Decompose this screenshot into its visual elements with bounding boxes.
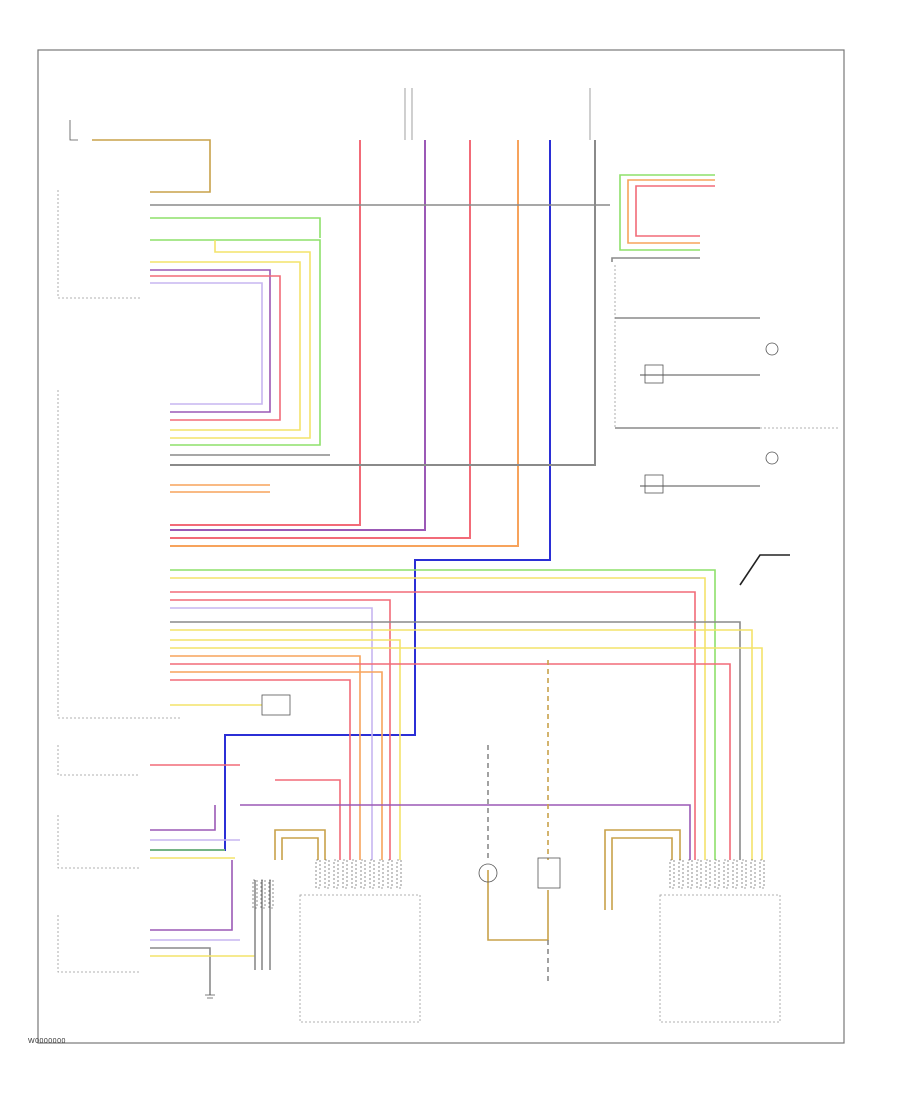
cw-orange-c — [170, 655, 361, 860]
dashed-wires — [487, 660, 549, 985]
aux-green — [619, 174, 715, 251]
cw-yellow-d — [170, 647, 763, 860]
cw-red-a — [170, 591, 696, 860]
ground-connector-pin-1 — [252, 879, 258, 909]
feed-orange-1 — [170, 140, 519, 547]
front-sensor-box — [57, 815, 140, 869]
feed-violet-1 — [170, 140, 426, 531]
right-headlight-pin-7 — [723, 859, 729, 889]
lw-gray-rear — [150, 947, 211, 995]
wire-green-1 — [150, 217, 321, 238]
symbols — [69, 120, 779, 999]
left-headlight-box — [299, 894, 421, 1023]
central-electronics-box — [57, 390, 180, 719]
wire-red-2 — [150, 275, 281, 421]
wire-violet-2 — [150, 269, 271, 413]
feed-gray-1 — [170, 140, 596, 466]
feed-red-2 — [170, 140, 471, 539]
right-headlight-pin-6 — [714, 859, 720, 889]
cw-yellow-b — [170, 629, 753, 860]
cw-red-b — [170, 599, 391, 860]
right-headlight-pin-1 — [669, 859, 675, 889]
wire-yellow-1 — [170, 240, 311, 439]
left-headlight-pin-1 — [315, 859, 321, 889]
feed-red-1 — [170, 140, 361, 526]
right-headlight-pin-10 — [750, 859, 756, 889]
right-headlight-pin-8 — [732, 859, 738, 889]
wire-yellow-2 — [150, 261, 301, 431]
right-headlight-pin-2 — [678, 859, 684, 889]
lower-wires — [150, 764, 691, 995]
right-headlamp-symbol — [537, 857, 561, 889]
diagram-code: W0000000 — [28, 1038, 66, 1045]
left-headlight-pin-3 — [333, 859, 339, 889]
aux-gray-1 — [611, 257, 700, 262]
cw-red-c — [170, 663, 731, 860]
cw-lavender-a — [170, 607, 373, 860]
light-switch-wires — [92, 139, 610, 456]
ground-bottom-left — [205, 994, 215, 999]
right-side-bulb-2 — [765, 451, 779, 465]
right-headlight-pin-3 — [687, 859, 693, 889]
aux-red — [635, 185, 715, 237]
cw-green-a — [170, 569, 716, 860]
lw-brown-r2 — [611, 837, 673, 910]
left-headlight-pin-5 — [351, 859, 357, 889]
light-switch-box — [57, 190, 140, 299]
left-headlight-pin-6 — [360, 859, 366, 889]
left-headlight-pin-2 — [324, 859, 330, 889]
wire-green-2 — [150, 239, 321, 446]
lw-violet-rear-1 — [150, 860, 233, 931]
top-ground — [69, 120, 78, 141]
wire-lavender-1 — [150, 282, 263, 405]
right-headlight-box — [659, 894, 781, 1023]
rear-sensor-box — [57, 915, 140, 973]
cw-yellow-a — [170, 577, 706, 860]
aux-wires — [611, 174, 760, 487]
right-headlight-pin-4 — [696, 859, 702, 889]
level-control-box — [57, 745, 140, 776]
wire-brown-top — [92, 139, 211, 193]
aux-control-box — [614, 265, 840, 429]
left-headlight-pin-8 — [378, 859, 384, 889]
right-relay-2 — [644, 474, 664, 494]
left-headlight-pin-4 — [342, 859, 348, 889]
lw-brown-l2 — [281, 837, 319, 860]
lw-brown-l1 — [274, 829, 326, 860]
lw-violet-long — [240, 804, 691, 860]
lw-brown-bottom — [487, 870, 549, 941]
lw-violet-2 — [150, 805, 216, 831]
cw-gray-a — [170, 621, 741, 860]
cw-orange-d — [170, 671, 383, 860]
aux-orange — [627, 179, 715, 244]
cw-black-right — [739, 554, 790, 586]
ground-connector-pin-2 — [260, 879, 266, 909]
lw-brown-r1 — [604, 829, 681, 910]
component-outlines — [57, 88, 840, 1023]
right-headlight-pin-5 — [705, 859, 711, 889]
cw-red-d — [170, 679, 351, 860]
ground-box — [261, 694, 291, 716]
right-side-bulb-1 — [765, 342, 779, 356]
left-headlight-pin-9 — [387, 859, 393, 889]
left-bulb-symbol — [478, 863, 498, 883]
left-headlight-pin-10 — [396, 859, 402, 889]
ground-connector-pin-3 — [268, 879, 274, 909]
diagram-border — [37, 49, 845, 1044]
right-headlight-pin-11 — [759, 859, 765, 889]
lw-red-b — [275, 779, 341, 860]
cw-yellow-c — [170, 639, 401, 860]
right-relay-1 — [644, 364, 664, 384]
right-headlight-pin-9 — [741, 859, 747, 889]
connector-pins — [252, 859, 765, 909]
central-small-wires — [170, 484, 790, 860]
left-headlight-pin-7 — [369, 859, 375, 889]
